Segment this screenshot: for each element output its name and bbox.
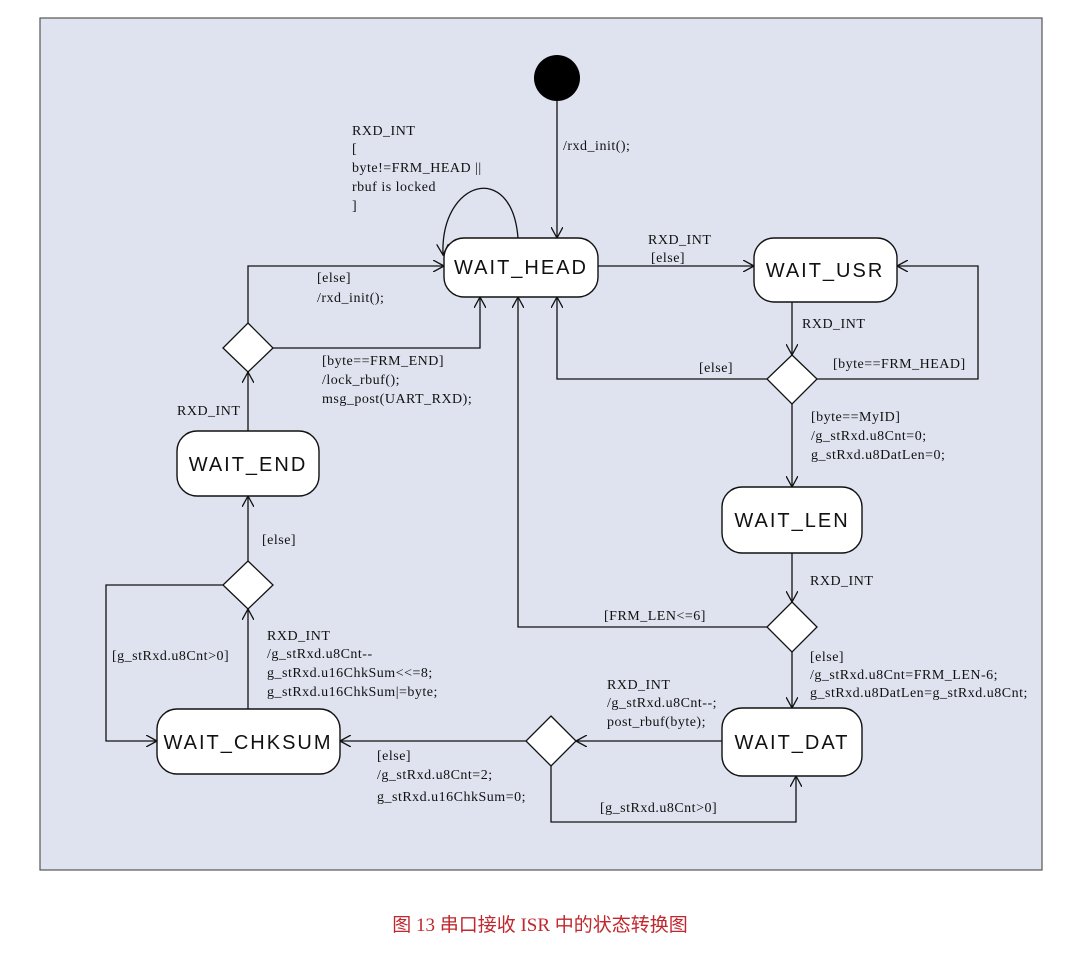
label-end-int: RXD_INT [177, 404, 240, 419]
edge-chksum-gt0 [105, 584, 223, 741]
label-dat-int-3: post_rbuf(byte); [607, 715, 706, 730]
label-init: /rxd_init(); [563, 139, 630, 154]
label-chk-int-1: RXD_INT [267, 629, 330, 644]
initial-state [534, 55, 580, 101]
choice-diamond-usr [766, 354, 818, 405]
label-end-else-1: [else] [317, 271, 351, 286]
label-self-loop-3: byte!=FRM_HEAD || [352, 161, 482, 176]
label-end-else-2: /rxd_init(); [317, 291, 384, 306]
edge-head-self-loop [443, 187, 519, 255]
edge-dat-gt0 [550, 766, 796, 823]
state-wait-end [176, 430, 320, 497]
edge-len-le6 [518, 297, 767, 628]
label-self-loop-1: RXD_INT [352, 124, 415, 139]
label-dat-else-2: /g_stRxd.u8Cnt=2; [377, 768, 493, 783]
label-end-frm-2: /lock_rbuf(); [322, 373, 400, 388]
state-wait-usr-label: WAIT_USR [766, 260, 885, 282]
state-wait-dat [721, 707, 863, 777]
label-len-else-2: /g_stRxd.u8Cnt=FRM_LEN-6; [810, 668, 998, 683]
state-wait-dat-label: WAIT_DAT [735, 732, 850, 754]
label-head-usr-2: [else] [651, 251, 685, 266]
edge-end-frm [273, 297, 480, 349]
label-dat-gt0: [g_stRxd.u8Cnt>0] [600, 801, 717, 816]
label-len-else-3: g_stRxd.u8DatLen=g_stRxd.u8Cnt; [810, 686, 1028, 701]
label-dat-else-3: g_stRxd.u16ChkSum=0; [377, 790, 526, 805]
label-chk-gt0: [g_stRxd.u8Cnt>0] [112, 649, 229, 664]
state-wait-chksum [156, 708, 341, 775]
label-dat-int-1: RXD_INT [607, 678, 670, 693]
figure-caption: 图 13 串口接收 ISR 中的状态转换图 [392, 915, 688, 936]
choice-diamond-len [766, 601, 818, 653]
label-chk-int-2: /g_stRxd.u8Cnt-- [267, 647, 373, 662]
label-self-loop-2: [ [352, 142, 357, 157]
label-len-int: RXD_INT [810, 574, 873, 589]
label-end-frm-1: [byte==FRM_END] [322, 354, 444, 369]
state-wait-head-label: WAIT_HEAD [454, 257, 588, 279]
label-len-le6: [FRM_LEN<=6] [604, 609, 706, 624]
label-dat-int-2: /g_stRxd.u8Cnt--; [607, 696, 717, 711]
label-end-frm-3: msg_post(UART_RXD); [322, 392, 472, 407]
label-usr-int: RXD_INT [802, 317, 865, 332]
choice-diamond-chksum [222, 560, 274, 610]
label-usr-myid-2: /g_stRxd.u8Cnt=0; [811, 429, 927, 444]
label-dat-else-1: [else] [377, 749, 411, 764]
label-self-loop-5: ] [352, 199, 357, 214]
label-chk-int-4: g_stRxd.u16ChkSum|=byte; [267, 685, 438, 700]
choice-diamond-end [222, 322, 274, 373]
label-usr-else: [else] [699, 361, 733, 376]
label-chk-int-3: g_stRxd.u16ChkSum<<=8; [267, 666, 433, 681]
state-wait-usr [753, 237, 898, 303]
state-wait-len [721, 486, 863, 554]
state-wait-len-label: WAIT_LEN [734, 510, 849, 532]
label-len-else-1: [else] [810, 650, 844, 665]
state-wait-head [443, 237, 599, 298]
state-wait-chksum-label: WAIT_CHKSUM [163, 732, 332, 754]
choice-diamond-dat [525, 715, 577, 767]
state-wait-end-label: WAIT_END [189, 454, 308, 476]
edge-end-else [247, 266, 444, 323]
label-usr-myid-3: g_stRxd.u8DatLen=0; [811, 448, 945, 463]
label-head-usr-1: RXD_INT [648, 233, 711, 248]
label-usr-myid-1: [byte==MyID] [811, 410, 900, 425]
label-usr-head: [byte==FRM_HEAD] [833, 357, 966, 372]
label-chk-else: [else] [262, 533, 296, 548]
edge-usr-head [817, 266, 979, 380]
edge-usr-else [557, 297, 767, 380]
label-self-loop-4: rbuf is locked [352, 180, 436, 195]
